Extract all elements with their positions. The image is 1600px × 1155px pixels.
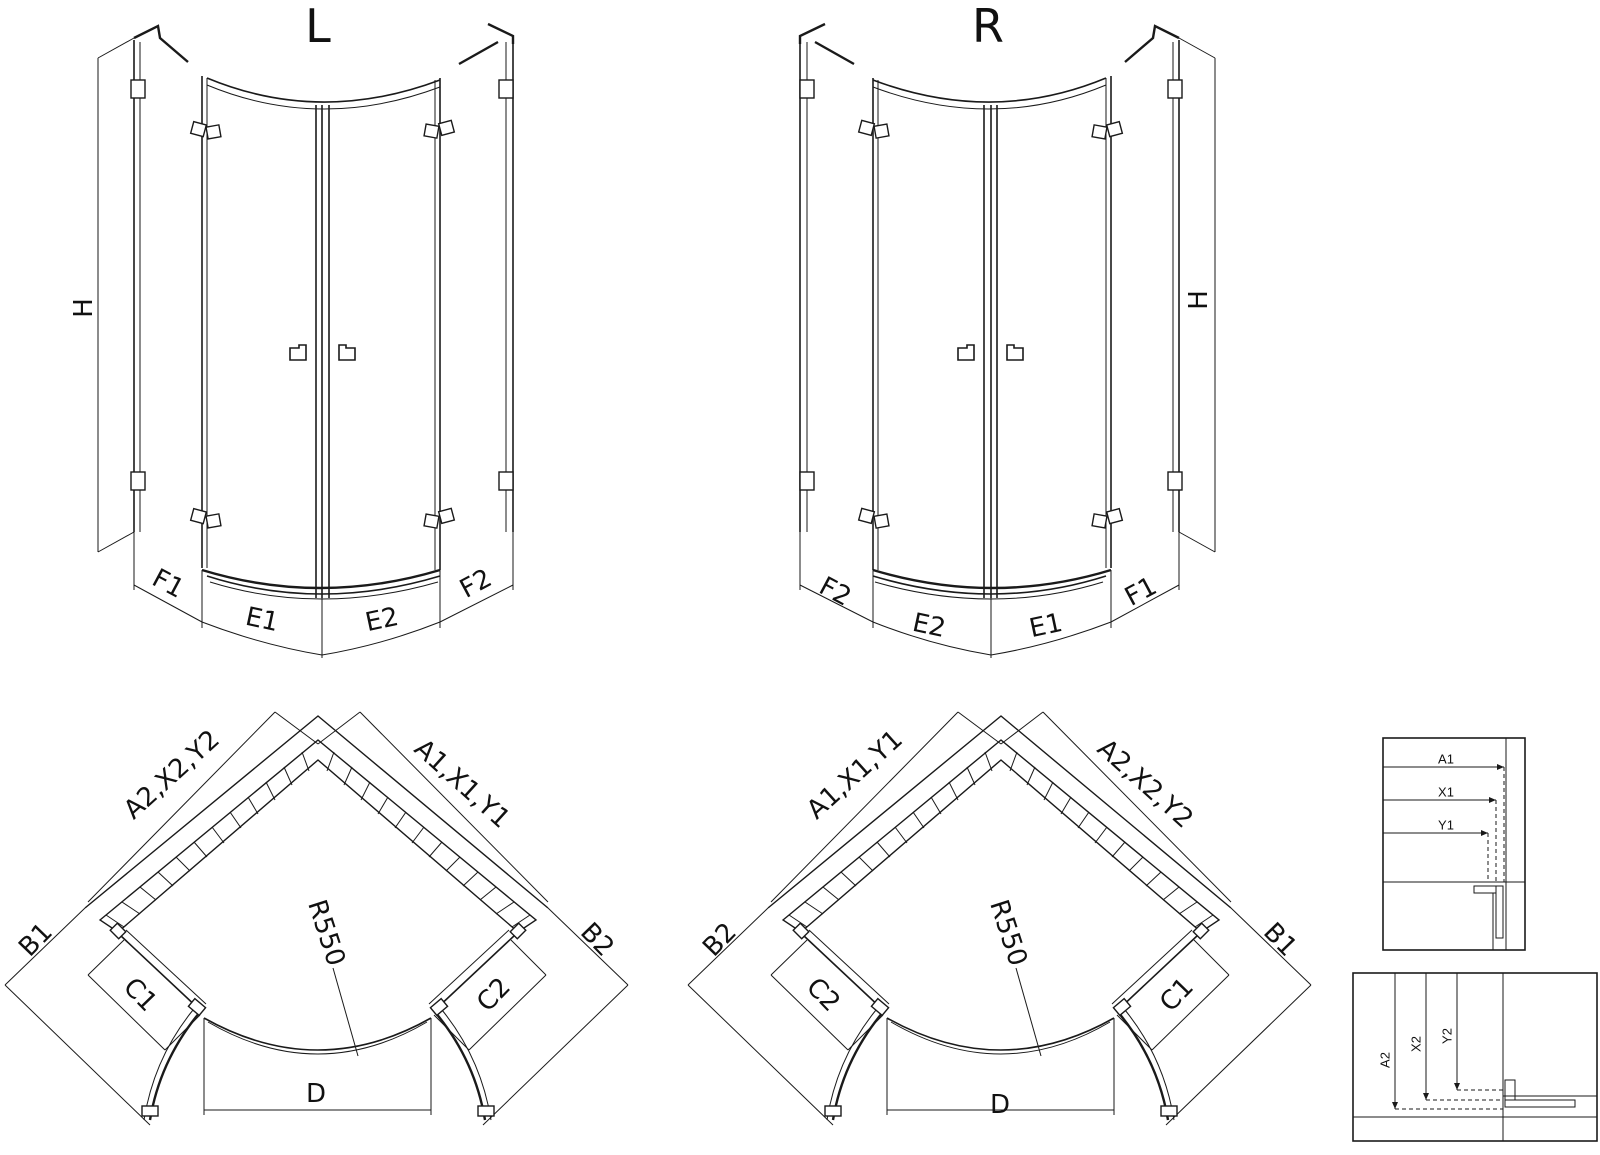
elevation-left: L H F1 E1 E2 F2 [69,0,515,660]
plan-right-door-right-label: C1 [1154,972,1200,1018]
plan-left-door-right-label: C2 [471,972,517,1018]
plan-left-side-left-label: B1 [13,917,58,963]
plan-right-door-left-label: C2 [800,972,846,1018]
label-e1-left: E1 [243,602,282,638]
label-f2-left: F2 [455,563,497,604]
height-label-right: H [1184,290,1214,310]
plan-left-door-left-label: C1 [117,972,163,1018]
height-label-left: H [69,298,99,318]
elevation-right-title: R [972,0,1004,53]
label-e2-right: E2 [910,608,949,644]
plan-right-opening-label: D [990,1090,1010,1120]
detail-bottom-label-y2: Y2 [1440,1028,1455,1044]
detail-bottom-label-x2: X2 [1409,1036,1424,1052]
label-f1-left: F1 [147,563,189,604]
detail-top-label-a1: A1 [1438,752,1454,767]
detail-bottom: A2 X2 Y2 [1352,972,1598,1142]
plan-left-side-right-label: B2 [574,917,619,963]
plan-right: A1,X1,Y1 A2,X2,Y2 B2 B1 C2 C1 R550 D [686,710,1313,1127]
plan-right-side-left-label: B2 [697,917,742,963]
label-f2-right: F2 [814,571,856,612]
plan-left: A2,X2,Y2 A1,X1,Y1 B1 B2 C1 C2 R550 D [3,710,630,1127]
elevation-left-title: L [305,0,331,53]
label-e1-right: E1 [1027,608,1066,644]
detail-bottom-label-a2: A2 [1378,1052,1393,1068]
detail-top: A1 X1 Y1 [1382,737,1526,951]
label-e2-left: E2 [363,602,402,638]
plan-left-opening-label: D [306,1079,326,1109]
detail-top-label-x1: X1 [1438,785,1454,800]
plan-right-side-right-label: B1 [1257,917,1302,963]
label-f1-right: F1 [1120,571,1162,612]
elevation-right: R H F2 E2 E1 F1 [798,0,1217,660]
detail-top-label-y1: Y1 [1438,818,1454,833]
